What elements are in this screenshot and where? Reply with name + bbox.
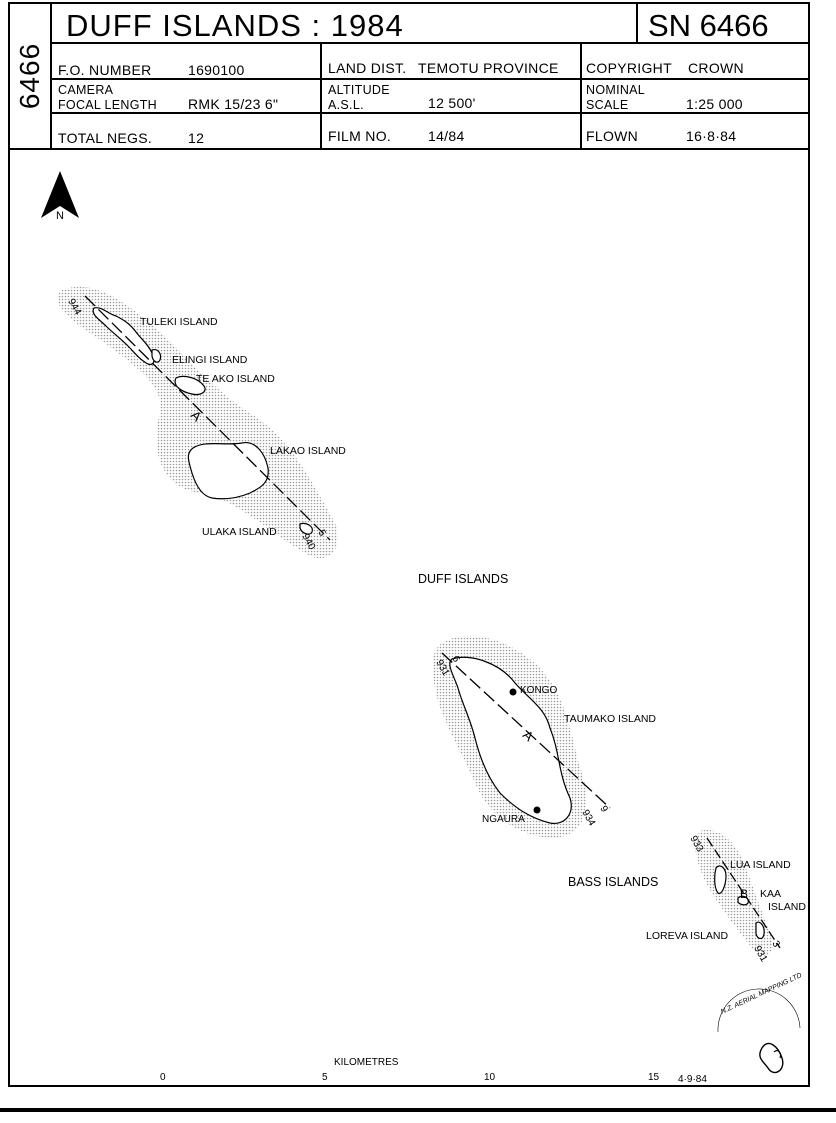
camera-label: CAMERA [58,83,114,97]
altitude-cell: ALTITUDE A.S.L. 12 500' [320,80,580,114]
side-sortie-number: 6466 [10,4,52,148]
label-loreva: LOREVA ISLAND [646,930,729,942]
label-ulaka: ULAKA ISLAND [202,526,277,538]
land-dist-label: LAND DIST. [328,60,407,76]
photo-index-sheet: 6466 DUFF ISLANDS : 1984 SN 6466 F.O. NU… [8,2,810,1094]
camera-value: RMK 15/23 6" [188,96,279,112]
north-label: N [56,210,64,222]
scale-label: SCALE [586,98,629,112]
total-negs-value: 12 [188,130,205,146]
fo-number-cell: F.O. NUMBER 1690100 [52,44,320,80]
copyright-label: COPYRIGHT [586,60,672,76]
label-ngaura: NGAURA [482,814,525,825]
flown-value: 16·8·84 [686,128,737,144]
label-taumako: TAUMAKO ISLAND [564,713,656,725]
scale-tick-10: 10 [484,1072,496,1083]
scale-bar: KILOMETRES 0 5 10 15 [160,1057,660,1094]
compiled-date: 4·9·84 [678,1074,707,1085]
label-tuleki: TULEKI ISLAND [140,316,218,328]
lakao-island [187,441,269,500]
village-dot-kongo [509,688,517,696]
sortie-cell: SN 6466 [636,4,808,44]
camera-cell: CAMERA FOCAL LENGTH RMK 15/23 6" [52,80,320,114]
fo-number-value: 1690100 [188,62,245,78]
label-te-ako: TE AKO ISLAND [196,373,275,385]
total-negs-label: TOTAL NEGS. [58,130,153,146]
label-duff-islands: DUFF ISLANDS [418,572,508,586]
label-bass-islands: BASS ISLANDS [568,875,658,889]
loreva-island [755,921,765,940]
film-no-value: 14/84 [428,128,465,144]
duff-north-reef [57,286,338,559]
fo-number-label: F.O. NUMBER [58,62,152,78]
land-dist-value: TEMOTU PROVINCE [418,60,559,76]
copyright-value: CROWN [688,60,744,76]
map-svg: N A A B 944 5 [41,171,806,1094]
map-area: N A A B 944 5 [10,148,808,1094]
lua-island [714,865,727,895]
kaa-island [737,895,749,906]
scale-bar-title: KILOMETRES [334,1057,399,1068]
nominal-label: NOMINAL [586,83,646,97]
run-label-b: B [740,887,748,901]
total-negs-cell: TOTAL NEGS. 12 [52,114,320,148]
film-no-label: FILM NO. [328,128,392,144]
label-kaa-1: KAA [760,888,781,900]
flown-label: FLOWN [586,128,639,144]
flight-line-a-north [84,295,331,541]
photo-number-6: 6 [449,654,462,665]
scale-cell: NOMINAL SCALE 1:25 000 [580,80,808,114]
taumako-island [449,656,572,825]
photo-number-9: 9 [597,804,610,815]
altitude-value: 12 500' [428,95,476,111]
flown-cell: FLOWN 16·8·84 [580,114,808,148]
label-lua: LUA ISLAND [730,859,791,871]
scale-tick-5: 5 [322,1072,328,1083]
label-elingi: ELINGI ISLAND [172,354,248,366]
photo-number-3: 3 [769,939,782,950]
bass-reef [695,829,773,956]
scale-tick-0: 0 [160,1072,166,1083]
label-kaa-2: ISLAND [768,901,806,913]
nz-aerial-mapping-logo: N.Z. AERIAL MAPPING LTD [717,972,803,1074]
title-block: 6466 DUFF ISLANDS : 1984 SN 6466 F.O. NU… [10,4,808,150]
logo-text: N.Z. AERIAL MAPPING LTD [720,972,803,1016]
village-dot-ngaura [533,806,541,814]
film-no-cell: FILM NO. 14/84 [320,114,580,148]
te-ako-island [174,375,206,396]
altitude-label: ALTITUDE [328,83,390,97]
scale-tick-15: 15 [648,1072,660,1083]
photo-number-934: 934 [579,808,597,828]
north-arrow-icon: N [41,171,79,222]
title-cell: DUFF ISLANDS : 1984 [52,4,636,44]
label-kongo: KONGO [520,685,557,696]
asl-label: A.S.L. [328,98,364,112]
sortie-number: SN 6466 [648,8,769,43]
label-lakao: LAKAO ISLAND [270,445,346,457]
flight-line-a-south [441,652,611,809]
map-title: DUFF ISLANDS : 1984 [66,8,404,43]
ulaka-island [299,522,313,535]
photo-number-5: 5 [315,528,328,539]
bottom-rule [0,1108,836,1112]
focal-length-label: FOCAL LENGTH [58,98,157,112]
copyright-cell: COPYRIGHT CROWN [580,44,808,80]
elingi-island [151,349,162,363]
scale-value: 1:25 000 [686,96,743,112]
land-dist-cell: LAND DIST. TEMOTU PROVINCE [320,44,580,80]
flight-line-b [706,837,781,949]
